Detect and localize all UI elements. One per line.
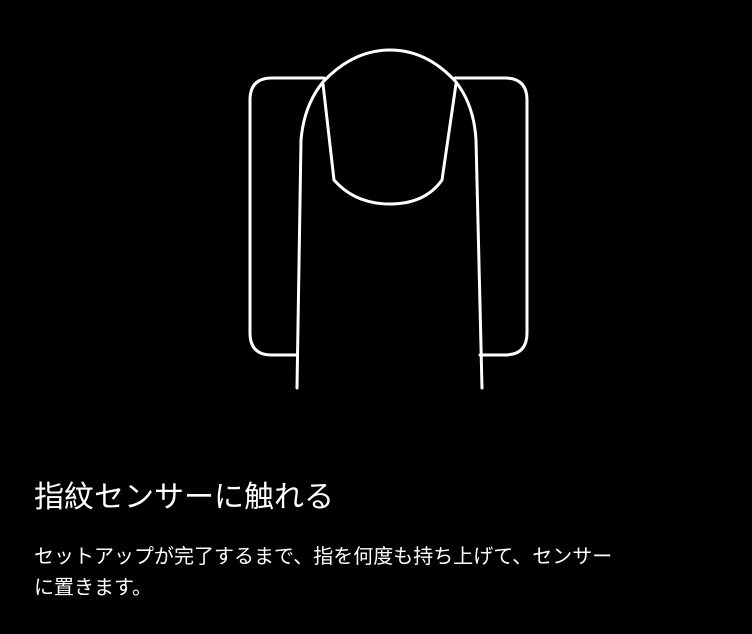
- instructions-line-1: セットアップが完了するまで、指を何度も持ち上げて、センサー: [34, 544, 613, 568]
- finger-outline: [295, 48, 484, 390]
- sensor-outline-right: [453, 76, 529, 357]
- instructions-line-2: に置きます。: [34, 575, 152, 599]
- page-title: 指紋センサーに触れる: [34, 480, 334, 515]
- setup-instructions: セットアップが完了するまで、指を何度も持ち上げて、センサー に置きます。: [34, 541, 634, 603]
- fingernail-outline: [321, 82, 458, 206]
- finger-on-sensor-icon: [248, 48, 529, 390]
- sensor-outline: [248, 76, 326, 357]
